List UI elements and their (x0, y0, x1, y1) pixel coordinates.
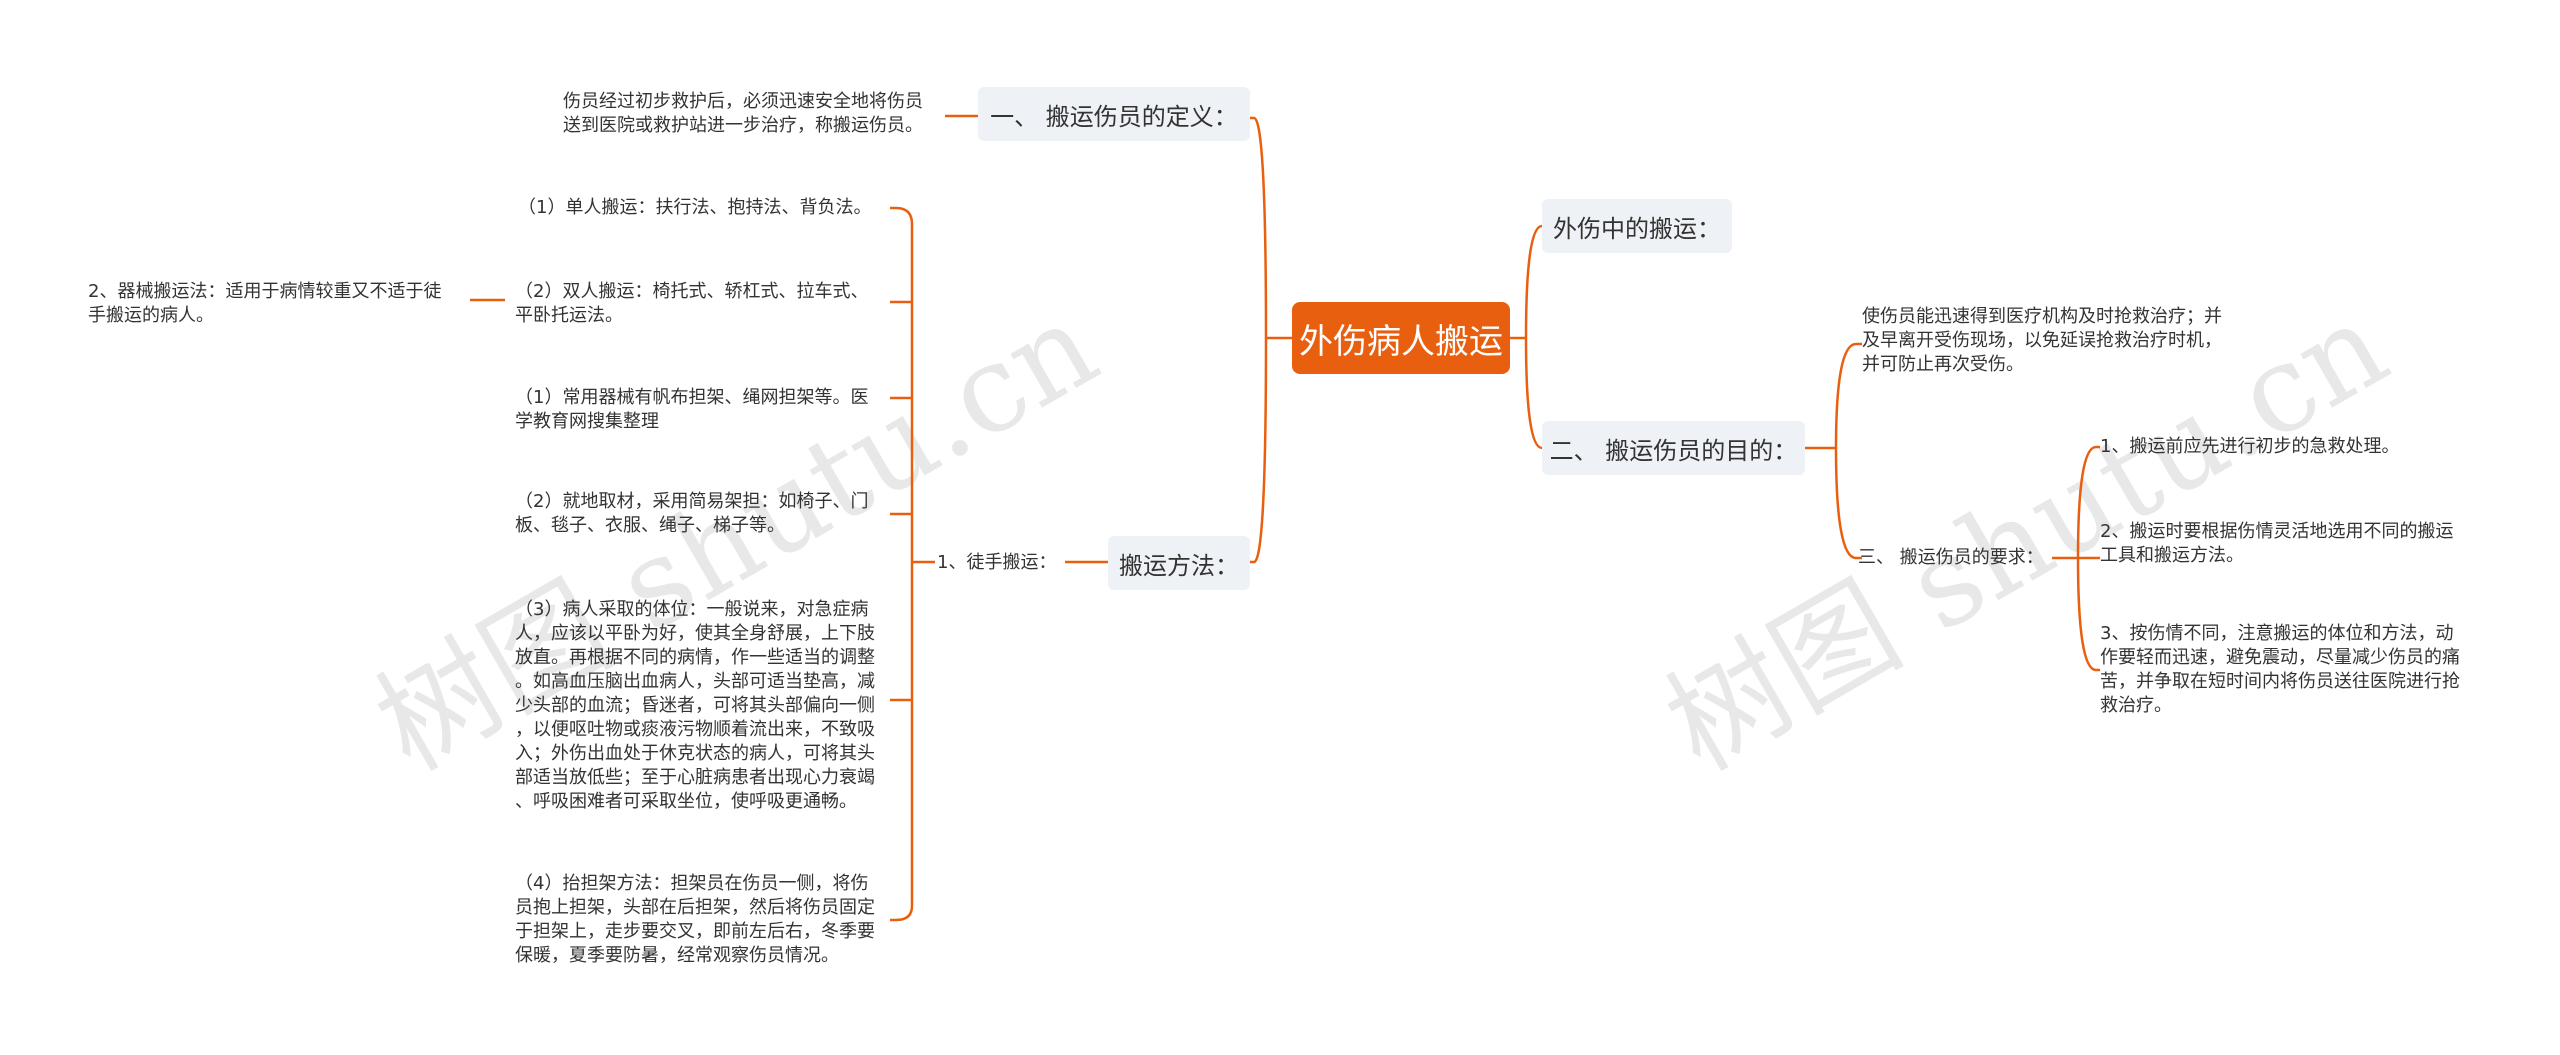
item-line: （2）就地取材，采用简易架担：如椅子、门 (515, 491, 869, 512)
item-line: （1）常用器械有帆布担架、绳网担架等。医 (515, 387, 869, 408)
item-line: 入；外伤出血处于休克状态的病人，可将其头 (515, 743, 875, 764)
item-line: 保暖，夏季要防暑，经常观察伤员情况。 (515, 945, 839, 966)
definition-text: 伤员经过初步救护后，必须迅速安全地将伤员 送到医院或救护站进一步治疗，称搬运伤员… (563, 90, 923, 138)
requirement-line: 苦，并争取在短时间内将伤员送往医院进行抢 (2100, 671, 2460, 692)
item-line: （2）双人搬运：椅托式、轿杠式、拉车式、 (515, 281, 869, 302)
mechanical-line: 2、器械搬运法：适用于病情较重又不适于徒 (88, 281, 442, 302)
node-definition[interactable]: 一、 搬运伤员的定义： (978, 87, 1250, 141)
purpose-text-line: 及早离开受伤现场，以免延误抢救治疗时机， (1862, 330, 2222, 351)
item-line: ，以便呕吐物或痰液污物顺着流出来，不致吸 (515, 719, 875, 740)
requirement-line: 救治疗。 (2100, 695, 2172, 716)
method-item-improvised: （2）就地取材，采用简易架担：如椅子、门 板、毯子、衣服、绳子、梯子等。 (515, 490, 868, 538)
method-item-stretcher: （4）抬担架方法：担架员在伤员一侧，将伤 员抱上担架，头部在后担架，然后将伤员固… (515, 872, 875, 968)
item-line: （3）病人采取的体位：一般说来，对急症病 (515, 599, 869, 620)
item-line: 于担架上，走步要交叉，即前左后右，冬季要 (515, 921, 875, 942)
item-line: 员抱上担架，头部在后担架，然后将伤员固定 (515, 897, 875, 918)
requirement-line: 3、按伤情不同，注意搬运的体位和方法，动 (2100, 623, 2454, 644)
item-line: 少头部的血流；昏迷者，可将其头部偏向一侧 (515, 695, 875, 716)
method-item-double: （2）双人搬运：椅托式、轿杠式、拉车式、 平卧托运法。 (515, 280, 868, 328)
node-requirements[interactable]: 三、 搬运伤员的要求： (1858, 547, 2044, 568)
node-method[interactable]: 搬运方法： (1108, 536, 1250, 590)
mechanical-line: 手搬运的病人。 (88, 305, 214, 326)
item-line: 板、毯子、衣服、绳子、梯子等。 (515, 515, 785, 536)
item-line: 、呼吸困难者可采取坐位，使呼吸更通畅。 (515, 791, 857, 812)
node-hand-carry[interactable]: 1、徒手搬运： (937, 552, 1057, 573)
item-line: 人，应该以平卧为好，使其全身舒展，上下肢 (515, 623, 875, 644)
item-line: 放直。再根据不同的病情，作一些适当的调整 (515, 647, 875, 668)
node-trauma-transport[interactable]: 外伤中的搬运： (1542, 199, 1732, 253)
item-line: （1）单人搬运：扶行法、抱持法、背负法。 (518, 197, 872, 218)
purpose-text: 使伤员能迅速得到医疗机构及时抢救治疗；并 及早离开受伤现场，以免延误抢救治疗时机… (1862, 305, 2222, 377)
method-item-equipment: （1）常用器械有帆布担架、绳网担架等。医 学教育网搜集整理 (515, 386, 868, 434)
definition-text-line: 伤员经过初步救护后，必须迅速安全地将伤员 (563, 91, 923, 112)
item-line: 平卧托运法。 (515, 305, 623, 326)
requirement-1: 1、搬运前应先进行初步的急救处理。 (2100, 435, 2399, 459)
purpose-text-line: 使伤员能迅速得到医疗机构及时抢救治疗；并 (1862, 306, 2222, 327)
node-purpose[interactable]: 二、 搬运伤员的目的： (1542, 421, 1805, 475)
item-line: 。如高血压脑出血病人，头部可适当垫高，减 (515, 671, 875, 692)
item-line: 部适当放低些；至于心脏病患者出现心力衰竭 (515, 767, 875, 788)
node-mechanical-carry[interactable]: 2、器械搬运法：适用于病情较重又不适于徒 手搬运的病人。 (88, 280, 441, 328)
requirement-line: 2、搬运时要根据伤情灵活地选用不同的搬运 (2100, 521, 2454, 542)
item-line: （4）抬担架方法：担架员在伤员一侧，将伤 (515, 873, 869, 894)
item-line: 学教育网搜集整理 (515, 411, 659, 432)
requirement-line: 工具和搬运方法。 (2100, 545, 2244, 566)
requirement-3: 3、按伤情不同，注意搬运的体位和方法，动 作要轻而迅速，避免震动，尽量减少伤员的… (2100, 622, 2460, 718)
purpose-text-line: 并可防止再次受伤。 (1862, 354, 2024, 375)
root-node[interactable]: 外伤病人搬运 (1292, 302, 1510, 374)
requirement-line: 作要轻而迅速，避免震动，尽量减少伤员的痛 (2100, 647, 2460, 668)
requirement-line: 1、搬运前应先进行初步的急救处理。 (2100, 436, 2400, 457)
requirement-2: 2、搬运时要根据伤情灵活地选用不同的搬运 工具和搬运方法。 (2100, 520, 2453, 568)
method-item-single: （1）单人搬运：扶行法、抱持法、背负法。 (518, 196, 871, 220)
method-item-position: （3）病人采取的体位：一般说来，对急症病 人，应该以平卧为好，使其全身舒展，上下… (515, 598, 875, 814)
definition-text-line: 送到医院或救护站进一步治疗，称搬运伤员。 (563, 115, 923, 136)
